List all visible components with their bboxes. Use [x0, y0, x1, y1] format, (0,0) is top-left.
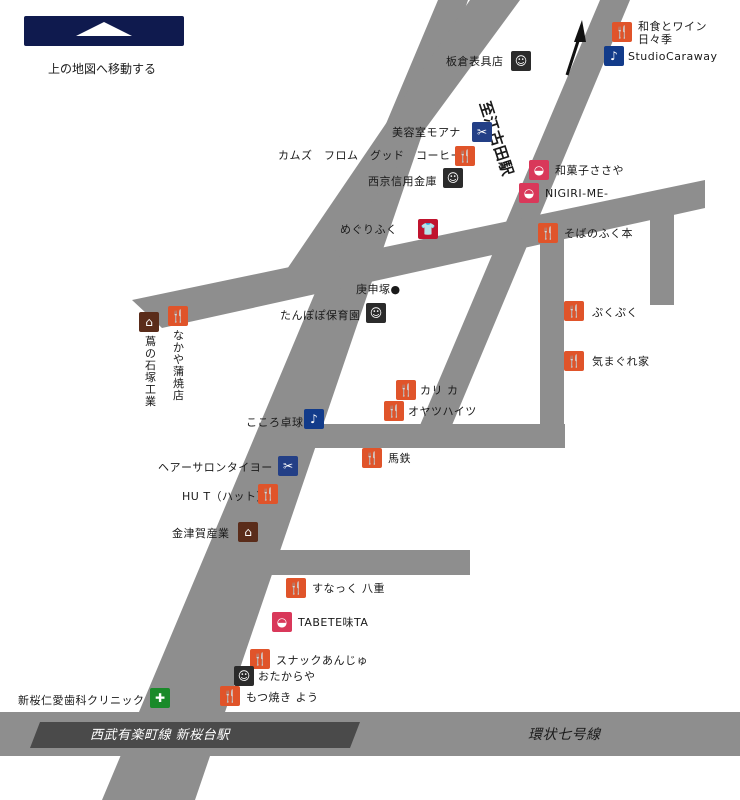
- person-service-icon: ☺: [511, 51, 531, 71]
- medical-cross-icon: ✚: [150, 688, 170, 708]
- place-wanoshoku[interactable]: 和食とワイン: [638, 20, 707, 33]
- fork-knife-icon: 🍴: [538, 223, 558, 243]
- road-vertical-right: [650, 205, 674, 305]
- place-hut[interactable]: HU T（ハット）: [182, 490, 269, 503]
- place-snack-hachi[interactable]: すなっく 八重: [312, 582, 385, 595]
- place-pukupuku[interactable]: ぷくぷく: [592, 306, 638, 319]
- fork-knife-icon: 🍴: [250, 649, 270, 669]
- fork-knife-icon: 🍴: [455, 146, 475, 166]
- fork-knife-icon: 🍴: [258, 484, 278, 504]
- fork-knife-icon: 🍴: [168, 306, 188, 326]
- up-arrow-icon: [76, 22, 132, 36]
- station-label: 西武有楽町線 新桜台駅: [90, 728, 230, 743]
- station-band: [30, 722, 360, 748]
- branch-road-north: [285, 0, 520, 272]
- road-vertical-mid: [540, 225, 564, 445]
- place-kamuzu[interactable]: カムズ フロム グッド コーヒー: [278, 149, 462, 162]
- north-arrow-head: [574, 20, 586, 42]
- music-note-icon: ♪: [304, 409, 324, 429]
- road-horizontal-1: [132, 180, 705, 328]
- road-horizontal-3: [240, 550, 470, 575]
- place-batetsu[interactable]: 馬鉄: [388, 452, 411, 465]
- place-sobanofuku[interactable]: そばのふく本: [564, 227, 633, 240]
- place-nakaya[interactable]: なかや蒲焼店: [173, 329, 184, 402]
- house-icon: ⌂: [139, 312, 159, 332]
- fork-knife-icon: 🍴: [384, 401, 404, 421]
- place-itakura[interactable]: 板倉表具店: [446, 55, 504, 68]
- fork-knife-icon: 🍴: [286, 578, 306, 598]
- place-oyatsu[interactable]: オヤツハイツ: [408, 405, 477, 418]
- road-to-station: [418, 0, 630, 430]
- place-hibiki[interactable]: 日々季: [638, 33, 673, 46]
- place-wagashi[interactable]: 和菓子ささや: [555, 164, 624, 177]
- person-service-icon: ☺: [366, 303, 386, 323]
- road-label: 環状七号線: [528, 727, 601, 743]
- place-biyoushitsu[interactable]: 美容室モアナ: [392, 126, 461, 139]
- place-otakara[interactable]: おたからや: [258, 670, 316, 683]
- main-road: [102, 0, 468, 800]
- place-motsuyaki[interactable]: もつ焼き よう: [246, 691, 319, 704]
- sweets-icon: ◒: [272, 612, 292, 632]
- fork-knife-icon: 🍴: [564, 301, 584, 321]
- place-nigiri[interactable]: NIGIRI-ME-: [545, 187, 609, 200]
- fork-knife-icon: 🍴: [220, 686, 240, 706]
- place-ishizuka[interactable]: 蔦の石塚工業: [145, 335, 156, 408]
- house-icon: ⌂: [238, 522, 258, 542]
- person-service-icon: ☺: [443, 168, 463, 188]
- place-koshinzuka[interactable]: 庚申塚●: [356, 283, 401, 296]
- place-snack-anjyu[interactable]: スナックあんじゅ: [276, 654, 368, 667]
- tshirt-icon: 👕: [418, 219, 438, 239]
- place-kimagure[interactable]: 気まぐれ家: [592, 355, 650, 368]
- place-hair[interactable]: ヘアーサロンタイヨー: [158, 461, 273, 474]
- up-map-button[interactable]: [24, 16, 184, 46]
- place-karika[interactable]: カリ カ: [420, 384, 459, 397]
- scissors-icon: ✂: [278, 456, 298, 476]
- up-map-label[interactable]: 上の地図へ移動する: [48, 62, 157, 76]
- place-meguri[interactable]: めぐりふく: [340, 223, 398, 236]
- place-kanetsu[interactable]: 金津賀産業: [172, 527, 230, 540]
- music-note-icon: ♪: [604, 46, 624, 66]
- fork-knife-icon: 🍴: [362, 448, 382, 468]
- fork-knife-icon: 🍴: [612, 22, 632, 42]
- scissors-icon: ✂: [472, 122, 492, 142]
- road-horizontal-2: [300, 424, 565, 448]
- place-tabete[interactable]: TABETE味TA: [298, 616, 369, 629]
- sweets-icon: ◒: [529, 160, 549, 180]
- place-tanpopo[interactable]: たんぽぽ保育園: [280, 309, 361, 322]
- place-clinic[interactable]: 新桜仁愛歯科クリニック: [18, 694, 145, 707]
- person-service-icon: ☺: [234, 666, 254, 686]
- place-shinkin[interactable]: 西京信用金庫: [368, 175, 437, 188]
- fork-knife-icon: 🍴: [396, 380, 416, 400]
- place-studio[interactable]: StudioCaraway: [628, 50, 718, 63]
- fork-knife-icon: 🍴: [564, 351, 584, 371]
- sweets-icon: ◒: [519, 183, 539, 203]
- place-kokoro[interactable]: こころ卓球: [246, 416, 304, 429]
